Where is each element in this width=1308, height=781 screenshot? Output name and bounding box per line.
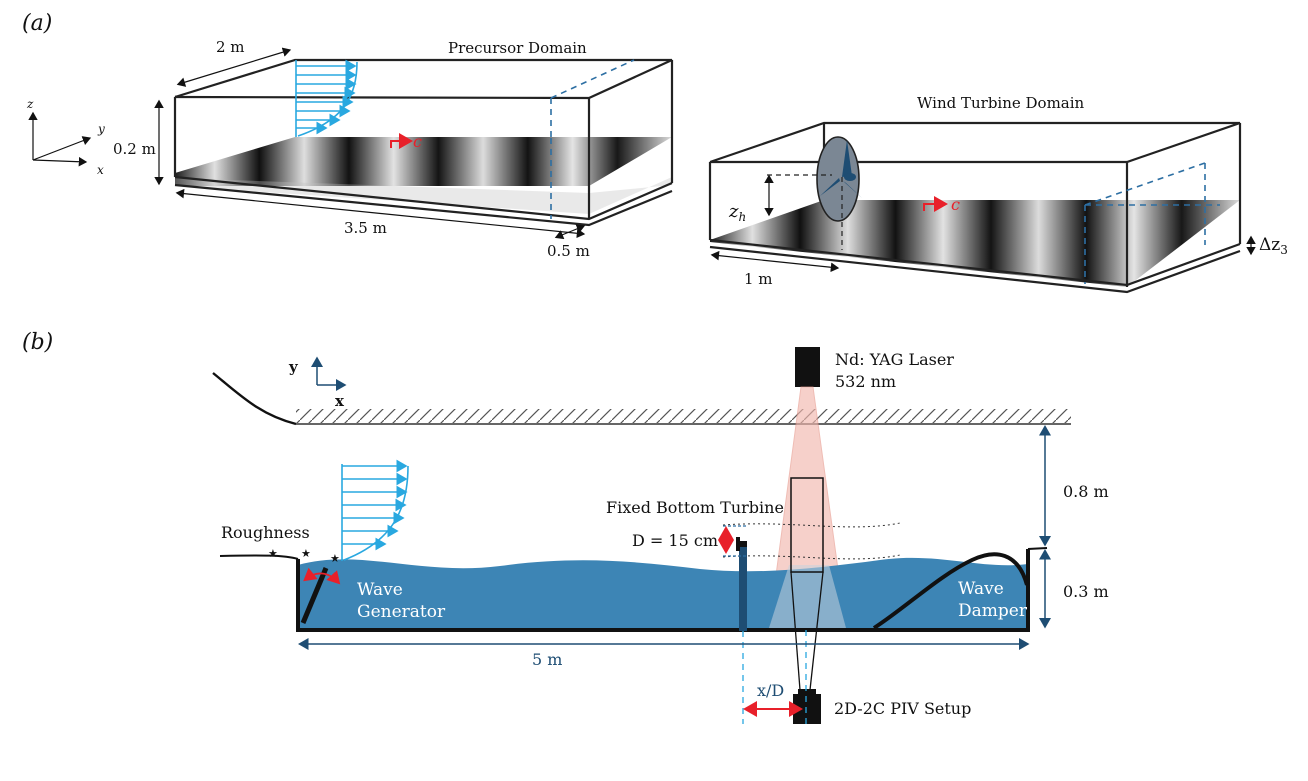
piv-camera — [793, 689, 821, 724]
dimension-lines-precursor — [154, 47, 586, 240]
svg-text:★: ★ — [330, 552, 340, 565]
laser-sheet-water — [769, 565, 846, 628]
dim-35m: 3.5 m — [344, 219, 387, 237]
roughness-label: Roughness — [221, 523, 310, 542]
axis-y-label-b: y — [288, 358, 299, 376]
wave-generator-label-2: Generator — [357, 602, 446, 622]
axis-x-label-b: x — [335, 392, 345, 410]
piv-setup-label: 2D-2C PIV Setup — [834, 699, 971, 718]
water-body — [298, 557, 1028, 628]
axis-x-label-a: x — [97, 163, 104, 177]
dimension-lines-turbine — [710, 174, 1256, 273]
dim-08m: 0.8 m — [1063, 482, 1109, 501]
laser-label-line2: 532 nm — [835, 372, 896, 391]
turbine-label-b: Fixed Bottom Turbine — [606, 498, 784, 517]
svg-text:★: ★ — [301, 547, 311, 560]
paddle-motion-arrow — [303, 567, 341, 585]
hub-height-label: zh — [728, 201, 746, 224]
dim-1m: 1 m — [744, 270, 773, 288]
panel-a-label: (a) — [22, 11, 52, 36]
laser-label-line1: Nd: YAG Laser — [835, 350, 954, 369]
axis-z-label-a: z — [26, 97, 34, 111]
wave-damper-label-1: Wave — [958, 579, 1004, 599]
laser-unit — [795, 347, 820, 387]
wave-damper — [872, 552, 1029, 630]
dim-05m: 0.5 m — [547, 242, 590, 260]
wave-speed-arrow-b — [923, 196, 948, 212]
wind-turbine-rotor — [767, 136, 862, 250]
axes-triad-b — [311, 356, 347, 391]
inlet-ground — [219, 547, 1048, 560]
wave-damper-label-2: Damper — [958, 601, 1028, 621]
x-over-d-label: x/D — [757, 681, 784, 700]
panel-b-label: (b) — [22, 330, 53, 355]
precursor-domain-title: Precursor Domain — [448, 39, 587, 57]
wave-speed-label-b: c — [951, 195, 960, 214]
piv-field-of-view — [790, 477, 824, 573]
dim-02m: 0.2 m — [113, 140, 156, 158]
turbine-domain-box — [708, 121, 1242, 294]
dim-5m-label: 5 m — [532, 650, 562, 669]
dim-03m: 0.3 m — [1063, 582, 1109, 601]
velocity-profile-b — [341, 459, 409, 561]
rotor-diameter-dim — [718, 525, 746, 557]
dim-2m: 2 m — [216, 38, 245, 56]
svg-text:★: ★ — [268, 547, 278, 560]
rotor-diameter-label: D = 15 cm — [632, 531, 718, 550]
velocity-profile-a — [295, 59, 358, 137]
wave-generator-label-1: Wave — [357, 580, 403, 600]
axes-triad-a — [28, 111, 92, 167]
ceiling-wall — [296, 409, 1071, 425]
fixed-bottom-turbine — [736, 537, 747, 631]
delta-z-label: Δz3 — [1259, 235, 1288, 257]
wave-speed-arrow-a — [390, 133, 413, 149]
roughness-stars: ★ ★ ★ — [268, 547, 340, 565]
wave-speed-label-a: c — [413, 132, 422, 151]
tank-walls — [296, 549, 1030, 632]
inlet-curve — [212, 372, 297, 426]
axis-y-label-a: y — [97, 122, 105, 136]
turbine-domain-title: Wind Turbine Domain — [917, 94, 1085, 112]
piv-camera-view-lines — [790, 571, 824, 691]
